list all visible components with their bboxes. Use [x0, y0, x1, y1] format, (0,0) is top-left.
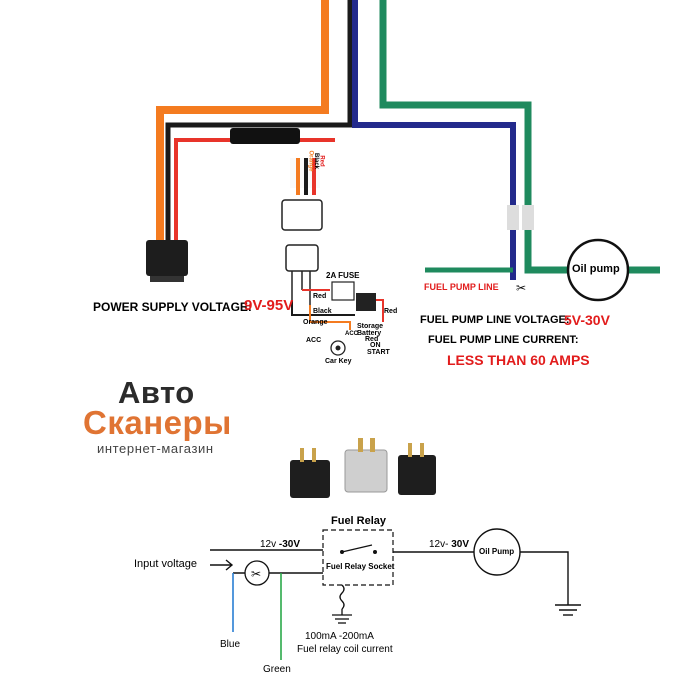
- logo-line-1: Авто: [118, 375, 195, 410]
- relay-photo-1: [290, 448, 330, 498]
- fp-voltage-value: 5V-30V: [564, 312, 610, 328]
- wire-red-right-label: Red: [384, 308, 398, 315]
- voltage-left-value: -30V: [278, 539, 301, 550]
- oil-pump-circle: [566, 238, 630, 302]
- blue-wire: [352, 0, 516, 280]
- green-wire: [379, 0, 660, 274]
- relay-photo-2: [344, 438, 388, 493]
- voltage-left-prefix: 12v: [260, 539, 279, 550]
- voltage-right-label: 12v- 30V: [429, 540, 469, 550]
- fuel-relay-title: Fuel Relay: [331, 515, 387, 527]
- relay-coil: [339, 584, 345, 610]
- harness-label-red: Red: [318, 155, 325, 167]
- fuel-relay-box: [322, 529, 394, 586]
- storage-battery-label: Storage Battery: [357, 323, 384, 337]
- inline-cut-circle: [244, 560, 270, 586]
- relay-photo-3: [398, 443, 436, 495]
- input-arrow-icon: [210, 559, 234, 571]
- voltage-right-prefix: 12v-: [429, 539, 452, 550]
- logo-line-3: интернет-магазин: [97, 441, 214, 456]
- coil-current-line-1: 100mA -200mA: [305, 631, 374, 642]
- scissors-icon: ✂: [516, 281, 526, 295]
- logo-line-2: Сканеры: [83, 404, 232, 441]
- input-voltage-label: Input voltage: [134, 558, 197, 570]
- on-label: ON: [370, 342, 381, 349]
- fuse-box: [331, 281, 355, 301]
- harness-connector: [281, 199, 323, 231]
- connector-plug-icon: [146, 240, 188, 282]
- fp-current-value: LESS THAN 60 AMPS: [447, 352, 590, 368]
- wire-red-label: Red: [313, 293, 327, 300]
- harness-label-black: Black: [313, 152, 320, 170]
- power-supply-value: 9V-95V: [244, 297, 294, 314]
- orange-wire: [156, 0, 329, 240]
- coil-current-line-2: Fuel relay coil current: [297, 644, 393, 655]
- wire-orange-label: Orange: [303, 319, 328, 326]
- acc-small-label: ACC: [345, 331, 358, 337]
- power-supply-label: POWER SUPPLY VOLTAGE:: [93, 300, 252, 314]
- inline-fuse: [230, 128, 300, 144]
- blue-label: Blue: [220, 639, 241, 650]
- top-wiring: ✂: [146, 0, 660, 302]
- fuse-label: 2A FUSE: [326, 271, 360, 280]
- car-key-label: Car Key: [325, 358, 352, 365]
- ground-line: [520, 551, 569, 605]
- fuel-relay-socket-label: Fuel Relay Socket: [326, 562, 395, 571]
- fuel-pump-line-label: FUEL PUMP LINE: [424, 282, 499, 292]
- start-label: START: [367, 349, 390, 356]
- oil-pump-bottom-label: Oil Pump: [479, 547, 515, 556]
- harness-label-orange: Orange: [307, 150, 314, 172]
- voltage-right-value: 30V: [451, 539, 470, 550]
- bottom-wiring: ✂: [210, 438, 581, 660]
- red-small-label: Red: [365, 336, 379, 343]
- oil-pump-label: Oil pump: [572, 263, 620, 275]
- fp-voltage-label: FUEL PUMP LINE VOLTAGE:: [420, 314, 570, 326]
- green-label: Green: [263, 664, 291, 675]
- storage-battery-icon: [356, 293, 376, 311]
- ground-icon: [555, 604, 581, 616]
- fp-current-label: FUEL PUMP LINE CURRENT:: [428, 334, 579, 346]
- cut-mark-blue: [507, 205, 519, 230]
- harness: [281, 158, 384, 356]
- black-wire: [165, 0, 353, 240]
- voltage-left-label: 12v -30V: [260, 540, 300, 550]
- scissors-icon-bottom: ✂: [251, 567, 261, 581]
- wire-black-label: Black: [313, 308, 332, 315]
- cut-mark-green: [522, 205, 534, 230]
- acc-label: ACC: [306, 337, 322, 344]
